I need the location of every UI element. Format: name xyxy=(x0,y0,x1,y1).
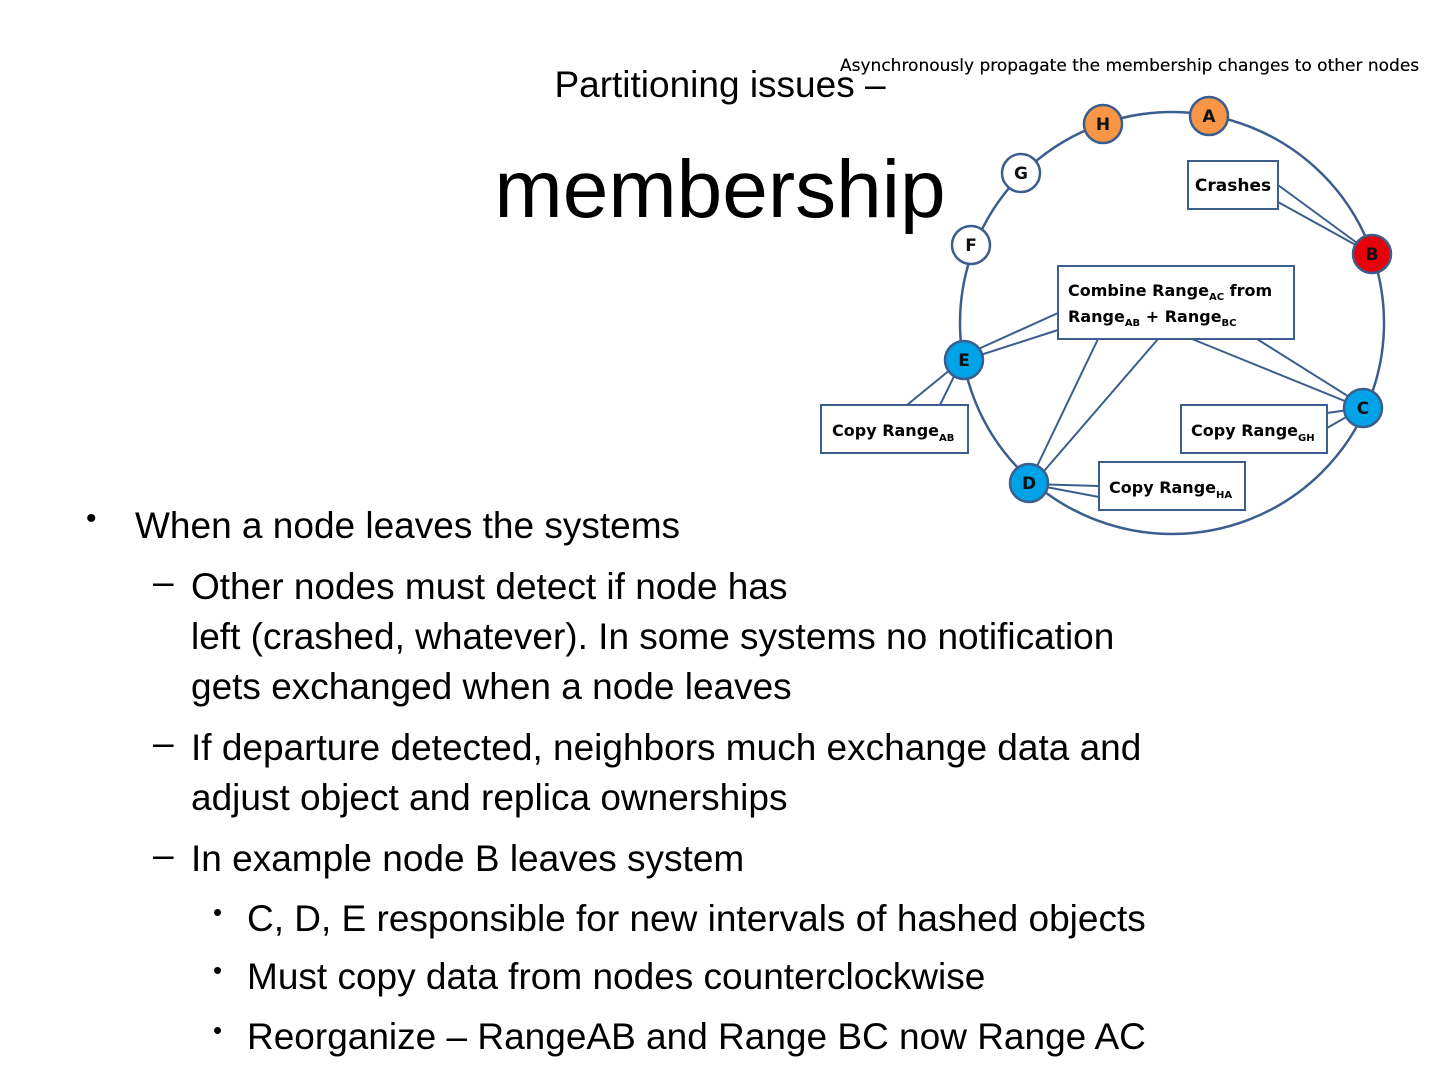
node-g-circle xyxy=(1000,152,1042,194)
node-a-label: A xyxy=(1202,107,1216,127)
bullet-cde-responsible: C, D, E responsible for new intervals of… xyxy=(247,898,1146,939)
connector-combine-c-2 xyxy=(1256,338,1363,406)
copy-ab-label: Copy RangeAB xyxy=(832,421,954,444)
connector-combine-e xyxy=(964,312,1059,356)
node-e-circle xyxy=(943,339,985,381)
bullet-departure-line2: adjust object and replica ownerships xyxy=(191,777,788,818)
bullet-marker-5: • xyxy=(213,897,223,927)
node-layer: A H G F B E C D xyxy=(943,95,1393,504)
copy-ab-box xyxy=(820,404,969,454)
node-d-label: D xyxy=(1022,474,1036,494)
bullet-marker-4: – xyxy=(153,834,174,875)
bullet-example-b: In example node B leaves system xyxy=(191,838,745,879)
bullet-level1-node-leaves: When a node leaves the systems xyxy=(135,505,681,546)
combine-sub1: AC xyxy=(1209,292,1224,303)
connector-combine-d-2 xyxy=(1031,338,1159,486)
bullet-detect-line1: Other nodes must detect if node has xyxy=(191,566,788,607)
node-a: A xyxy=(1188,95,1230,137)
bullet-marker-6: • xyxy=(213,955,223,985)
bullet-marker-1: • xyxy=(86,502,97,535)
bullet-marker-2: – xyxy=(153,561,174,602)
node-b: B xyxy=(1351,233,1393,275)
combine-label-line1: Combine RangeAC from xyxy=(1068,281,1272,303)
copy-gh-label: Copy RangeGH xyxy=(1191,421,1315,444)
node-h-circle xyxy=(1082,103,1124,145)
hash-ring xyxy=(958,110,1386,536)
copy-ha-label: Copy RangeHA xyxy=(1109,478,1232,501)
copy-gh-box xyxy=(1180,404,1328,454)
node-g-label: G xyxy=(1014,164,1028,184)
bullet-departure-line1: If departure detected, neighbors much ex… xyxy=(191,727,1142,768)
combine-sub2: AB xyxy=(1125,318,1140,329)
node-d: D xyxy=(1008,462,1050,504)
bullet-copy-ccw: Must copy data from nodes counterclockwi… xyxy=(247,956,986,997)
combine-label-line2: RangeAB + RangeBC xyxy=(1068,307,1237,329)
bullet-marker-3: – xyxy=(153,722,174,763)
node-f-label: F xyxy=(965,236,977,256)
copy-ha-sub: HA xyxy=(1216,490,1232,501)
node-b-label: B xyxy=(1366,245,1379,265)
node-f: F xyxy=(950,224,992,266)
node-e: E xyxy=(943,339,985,381)
node-d-circle xyxy=(1008,462,1050,504)
copy-gh-main: Copy Range xyxy=(1191,421,1298,440)
node-c-circle xyxy=(1342,387,1384,429)
copy-ha-box xyxy=(1098,461,1246,511)
node-f-circle xyxy=(950,224,992,266)
slide-title-line1: Partitioning issues – xyxy=(554,64,886,105)
combine-prefix: Combine Range xyxy=(1068,281,1209,300)
node-h: H xyxy=(1082,103,1124,145)
combine-plus: + Range xyxy=(1140,307,1222,326)
bullet-detect-line3: gets exchanged when a node leaves xyxy=(191,666,792,707)
crashes-box xyxy=(1187,160,1279,210)
bullet-detect-line2: left (crashed, whatever). In some system… xyxy=(191,616,1115,657)
combine-box xyxy=(1057,265,1295,340)
connector-combine-c-1 xyxy=(1191,338,1363,409)
copy-gh-sub: GH xyxy=(1298,433,1315,444)
copy-ab-sub: AB xyxy=(939,433,954,444)
node-h-label: H xyxy=(1096,115,1110,135)
combine-range: Range xyxy=(1068,307,1125,326)
slide-title-line2: membership xyxy=(494,144,946,235)
node-a-circle xyxy=(1188,95,1230,137)
node-c-label: C xyxy=(1357,399,1369,419)
combine-mid: from xyxy=(1224,281,1272,300)
node-b-circle xyxy=(1351,233,1393,275)
propagate-banner: Asynchronously propagate the membership … xyxy=(840,56,1419,76)
bullet-marker-7: • xyxy=(213,1015,223,1045)
copy-ab-main: Copy Range xyxy=(832,421,939,440)
connector-lines xyxy=(906,184,1373,498)
crashes-label: Crashes xyxy=(1195,176,1271,196)
combine-sub3: BC xyxy=(1222,318,1237,329)
node-g: G xyxy=(1000,152,1042,194)
node-e-label: E xyxy=(958,351,970,371)
connector-combine-d-1 xyxy=(1027,338,1099,486)
bullet-reorganize: Reorganize – RangeAB and Range BC now Ra… xyxy=(247,1016,1146,1057)
copy-ha-main: Copy Range xyxy=(1109,478,1216,497)
node-c: C xyxy=(1342,387,1384,429)
